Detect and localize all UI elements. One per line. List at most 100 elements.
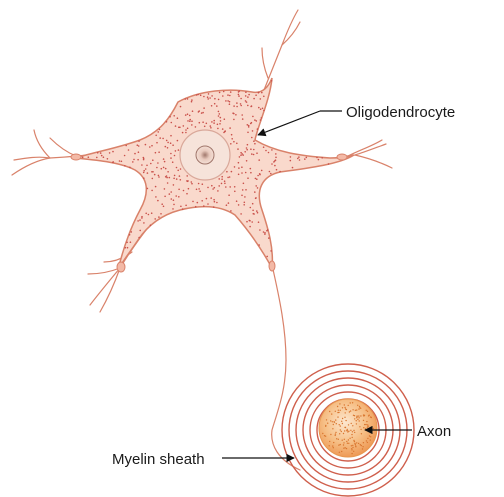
cell-dot — [247, 132, 249, 134]
axon-dot — [363, 442, 364, 443]
cell-dot — [96, 157, 98, 159]
cell-dot — [213, 206, 215, 208]
cell-dot — [150, 163, 152, 165]
axon-dot — [333, 442, 334, 443]
cell-dot — [169, 116, 171, 118]
cell-dot — [279, 171, 281, 173]
cell-dot — [173, 204, 175, 206]
cell-dot — [214, 103, 216, 105]
cell-dot — [304, 158, 306, 160]
cell-dot — [274, 165, 276, 167]
cell-dot — [231, 171, 233, 173]
axon-dot — [342, 418, 343, 419]
axon-dot — [330, 434, 331, 435]
axon-dot — [362, 446, 363, 447]
cell-dot — [199, 122, 201, 124]
axon-dot — [348, 424, 349, 425]
axon-dot — [341, 431, 342, 432]
cell-dot — [138, 145, 140, 147]
cell-dot — [214, 98, 216, 100]
cell-dot — [242, 189, 244, 191]
axon-dot — [347, 429, 348, 430]
axon-dot — [343, 433, 344, 434]
cell-dot — [233, 119, 235, 121]
cell-dot — [187, 98, 189, 100]
cell-dot — [185, 132, 187, 134]
cell-dot — [253, 140, 255, 142]
axon-dot — [352, 445, 353, 446]
axon-dot — [348, 443, 349, 444]
cell-dot — [224, 118, 226, 120]
cell-dot — [158, 176, 160, 178]
cell-dot — [125, 247, 127, 249]
axon-dot — [344, 430, 345, 431]
axon-dot — [357, 419, 358, 420]
cell-dot — [255, 198, 257, 200]
cell-dot — [133, 159, 135, 161]
cell-dot — [179, 127, 181, 129]
cell-dot — [231, 138, 233, 140]
cell-dot — [270, 250, 272, 252]
axon-dot — [343, 448, 344, 449]
cell-dot — [223, 132, 225, 134]
cell-dot — [213, 199, 215, 201]
cell-dot — [141, 217, 143, 219]
axon-dot — [353, 415, 354, 416]
cell-dot — [124, 155, 126, 157]
cell-dot — [253, 98, 255, 100]
cell-dot — [165, 146, 167, 148]
cell-dot — [138, 151, 140, 153]
axon-dot — [352, 447, 353, 448]
cell-dot — [189, 119, 191, 121]
axon-dot — [358, 417, 359, 418]
cell-dot — [192, 110, 194, 112]
cell-dot — [185, 98, 187, 100]
cell-dot — [127, 247, 129, 249]
cell-dot — [218, 111, 220, 113]
cell-dot — [145, 144, 147, 146]
axon-dot — [349, 438, 350, 439]
cell-dot — [156, 167, 158, 169]
cell-dot — [155, 135, 157, 137]
axon-dot — [339, 433, 340, 434]
cell-dot — [109, 152, 111, 154]
cell-dot — [157, 162, 159, 164]
cell-dot — [246, 101, 248, 103]
cell-dot — [207, 203, 209, 205]
axon-dot — [365, 424, 366, 425]
cell-dot — [275, 157, 277, 159]
cell-dot — [166, 140, 168, 142]
axon-dot — [355, 444, 356, 445]
cell-dot — [198, 111, 200, 113]
cell-dot — [252, 210, 254, 212]
cell-dot — [221, 178, 223, 180]
axon-dot — [341, 421, 342, 422]
cell-dot — [247, 105, 249, 107]
cell-dot — [200, 95, 202, 97]
cell-dot — [196, 189, 198, 191]
cell-dot — [211, 121, 213, 123]
cell-dot — [145, 168, 147, 170]
cell-dot — [238, 94, 240, 96]
cell-dot — [247, 124, 249, 126]
cell-dot — [143, 222, 145, 224]
cell-dot — [274, 160, 276, 162]
cell-dot — [179, 175, 181, 177]
axon-dot — [347, 443, 348, 444]
cell-dot — [223, 91, 225, 93]
cell-dot — [163, 206, 165, 208]
cell-dot — [217, 190, 219, 192]
cell-dot — [178, 189, 180, 191]
cell-dot — [271, 149, 273, 151]
axon-dot — [344, 439, 345, 440]
cell-dot — [225, 186, 227, 188]
axon-dot — [366, 410, 367, 411]
cell-dot — [228, 194, 230, 196]
cell-dot — [245, 172, 247, 174]
cell-dot — [185, 129, 187, 131]
cell-dot — [246, 160, 248, 162]
cell-dot — [298, 156, 300, 158]
axon-dot — [367, 424, 368, 425]
cell-dot — [258, 107, 260, 109]
cell-dot — [112, 162, 114, 164]
